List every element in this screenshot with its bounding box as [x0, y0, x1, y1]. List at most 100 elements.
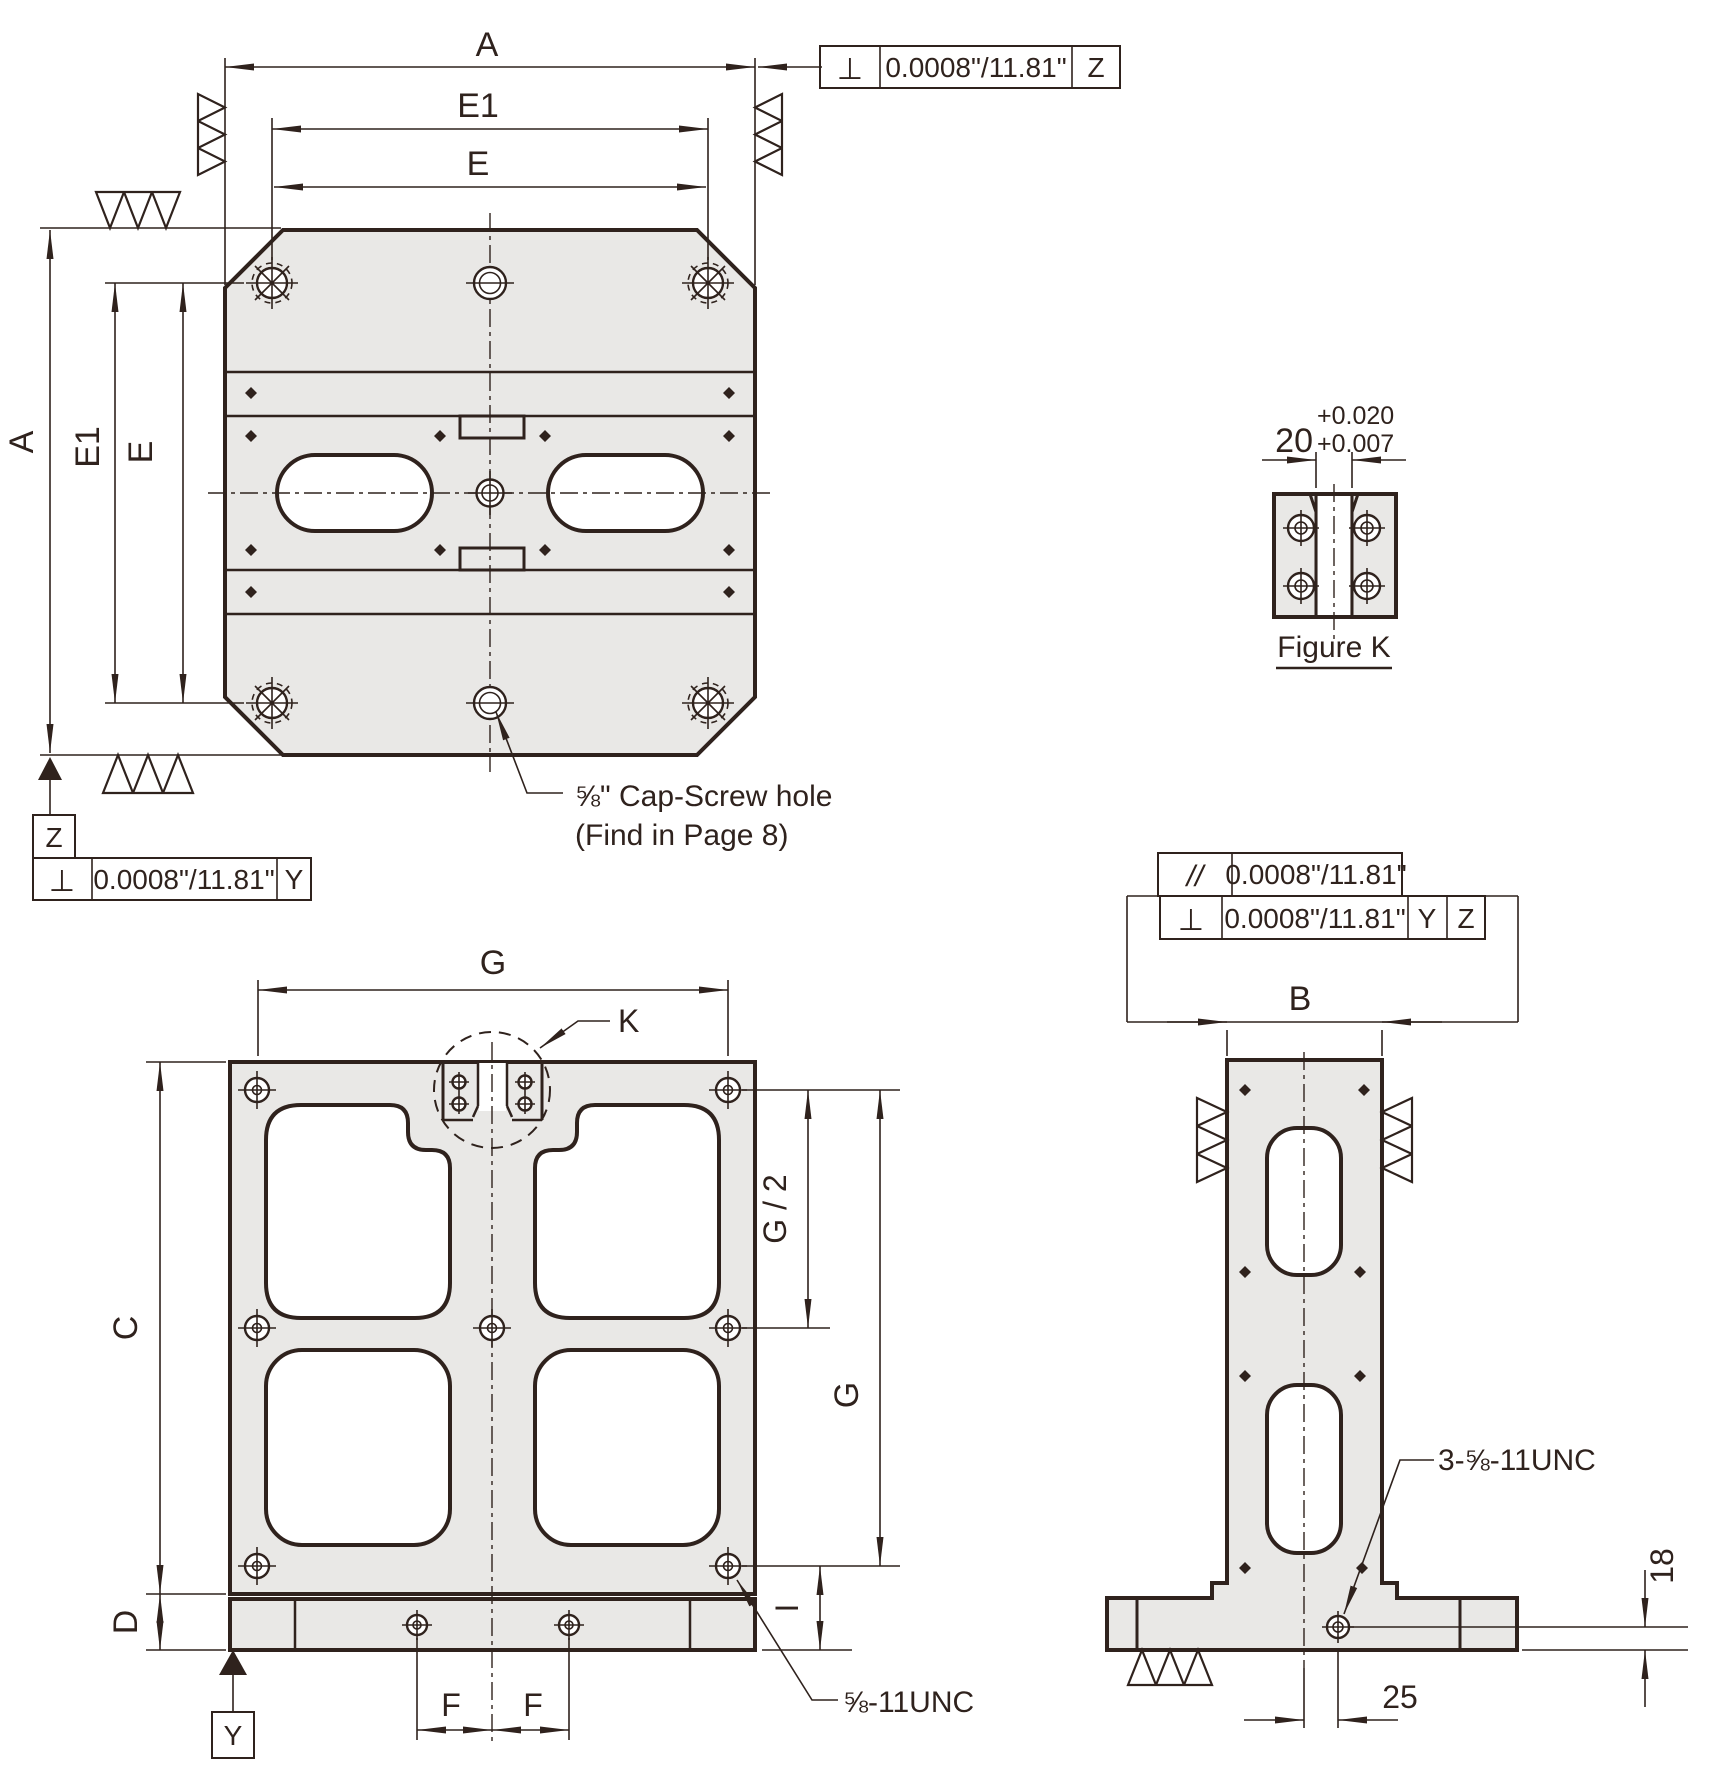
parallelism-icon: //	[1185, 860, 1206, 893]
dim-f-left-label: F	[441, 1687, 461, 1723]
dim-c-label: C	[107, 1316, 145, 1341]
front-hole	[473, 1309, 511, 1347]
dim-g-half: G / 2	[742, 1089, 900, 1329]
dim-g-top-label: G	[480, 944, 506, 982]
datum-z-flag: Z	[32, 757, 76, 859]
corner-threaded-holes	[246, 257, 734, 729]
dim-d: D	[107, 1594, 164, 1650]
dim-e-v-label: E	[122, 441, 160, 464]
cap-screw-note-line1: ⅝" Cap-Screw hole	[575, 780, 832, 813]
fcf-parallelism: // 0.0008"/11.81"	[1157, 852, 1407, 897]
dim-a-vertical: A	[3, 230, 54, 753]
detail-k-callout: K	[539, 1003, 639, 1049]
surface-finish-marks-base	[1126, 1647, 1214, 1687]
surface-finish-marks-top	[94, 190, 182, 232]
threaded-hole	[246, 677, 298, 729]
dim-i-label: I	[769, 1604, 805, 1613]
front-thread-note: ⅝-11UNC	[736, 1579, 974, 1719]
surface-finish-marks-column-right	[1379, 1096, 1414, 1184]
dim-g-top: G	[257, 944, 729, 1056]
front-hole	[238, 1071, 276, 1109]
dim-18: 18	[1350, 1548, 1688, 1707]
front-thread-note-text: ⅝-11UNC	[843, 1686, 974, 1719]
dim-i: I	[762, 1566, 852, 1651]
threaded-hole	[682, 257, 734, 309]
fcf-perpendicularity-z: ⊥ 0.0008"/11.81" Z	[758, 45, 1121, 89]
datum-z-label: Z	[45, 822, 62, 853]
dim-a-h-label: A	[476, 26, 499, 64]
dim-e-horizontal: E	[274, 145, 706, 191]
fcf-top-datum: Z	[1087, 52, 1104, 83]
surface-finish-marks-left-edge	[196, 92, 228, 177]
front-window-top-left	[264, 1103, 452, 1320]
fcf-perp-datum2: Z	[1457, 903, 1474, 934]
dim-a-v-label: A	[3, 430, 41, 453]
dim-25: 25	[1244, 1648, 1418, 1728]
detail-k-label: K	[618, 1003, 639, 1039]
front-window-top-right	[533, 1103, 721, 1320]
perpendicularity-icon: ⊥	[1178, 904, 1204, 937]
front-view: G K C D F F G / 2	[107, 944, 974, 1759]
perpendicularity-icon: ⊥	[837, 53, 863, 86]
dim-g-right: G	[742, 1090, 900, 1567]
front-hole	[709, 1547, 747, 1585]
surface-finish-marks-right-edge	[752, 92, 784, 177]
dim-f-pair: F F	[416, 1638, 570, 1740]
figure-k-tol-lower: +0.007	[1317, 430, 1394, 458]
threaded-hole	[682, 677, 734, 729]
figure-k-detail: 20 +0.020 +0.007 Figure K	[1262, 402, 1406, 670]
cap-screw-note-line2: (Find in Page 8)	[575, 819, 788, 852]
figure-k-caption: Figure K	[1277, 631, 1390, 664]
dim-e-vertical: E	[122, 283, 187, 703]
threaded-hole	[246, 257, 298, 309]
surface-finish-marks-column-left	[1195, 1096, 1230, 1184]
fcf-perp-datum1: Y	[1418, 903, 1437, 934]
front-hole	[238, 1309, 276, 1347]
fcf-top-tolerance: 0.0008"/11.81"	[885, 52, 1066, 83]
side-view: // 0.0008"/11.81" ⊥ 0.0008"/11.81" Y Z B	[1105, 852, 1688, 1728]
top-view: A E1 E A E1 E	[3, 26, 1121, 901]
top-view-extension-lines	[40, 58, 756, 756]
dim-f-right-label: F	[523, 1687, 543, 1723]
dim-a-horizontal: A	[225, 26, 755, 71]
base-step-lines	[1135, 1598, 1462, 1650]
side-thread-note-text: 3-⅝-11UNC	[1438, 1444, 1596, 1477]
front-hole	[709, 1071, 747, 1109]
dim-e-h-label: E	[467, 145, 490, 183]
cap-screw-note: ⅝" Cap-Screw hole (Find in Page 8)	[495, 711, 832, 852]
fcf-bottom-tolerance: 0.0008"/11.81"	[93, 864, 274, 895]
dim-25-label: 25	[1382, 1679, 1418, 1715]
side-thread-note: 3-⅝-11UNC	[1343, 1444, 1596, 1615]
figure-k-dimension: 20 +0.020 +0.007	[1262, 402, 1406, 488]
front-base-holes	[402, 1610, 584, 1640]
fcf-bottom-datum: Y	[285, 864, 304, 895]
dim-c: C	[107, 1061, 226, 1651]
side-view-outline	[1105, 1058, 1519, 1652]
front-hole	[709, 1309, 747, 1347]
dim-g-half-label: G / 2	[757, 1174, 793, 1243]
dim-e1-horizontal: E1	[272, 87, 708, 133]
fcf-perpendicularity-yz: ⊥ 0.0008"/11.81" Y Z	[1159, 895, 1486, 940]
datum-y-flag: Y	[211, 1650, 255, 1759]
base-thread-hole	[1322, 1611, 1354, 1643]
dim-b-label: B	[1289, 980, 1312, 1018]
key-notch-top	[458, 414, 526, 440]
datum-y-label: Y	[224, 1720, 243, 1751]
front-hole	[238, 1547, 276, 1585]
dim-e1-h-label: E1	[457, 87, 499, 125]
dim-e1-vertical: E1	[69, 283, 119, 703]
surface-finish-marks-bottom	[101, 752, 195, 795]
fcf-perpendicularity-y: ⊥ 0.0008"/11.81" Y	[32, 857, 312, 901]
figure-k-holes	[1283, 510, 1385, 604]
center-hole	[468, 471, 512, 515]
fcf-parallel-tolerance: 0.0008"/11.81"	[1225, 859, 1406, 890]
front-base-steps	[293, 1599, 692, 1650]
dim-g-right-label: G	[828, 1382, 866, 1408]
front-window-bottom-right	[533, 1348, 721, 1547]
fcf-leader-lines	[1126, 895, 1519, 1022]
perpendicularity-icon: ⊥	[49, 865, 75, 898]
figure-k-tol-upper: +0.020	[1317, 402, 1394, 430]
dim-d-label: D	[107, 1610, 145, 1635]
